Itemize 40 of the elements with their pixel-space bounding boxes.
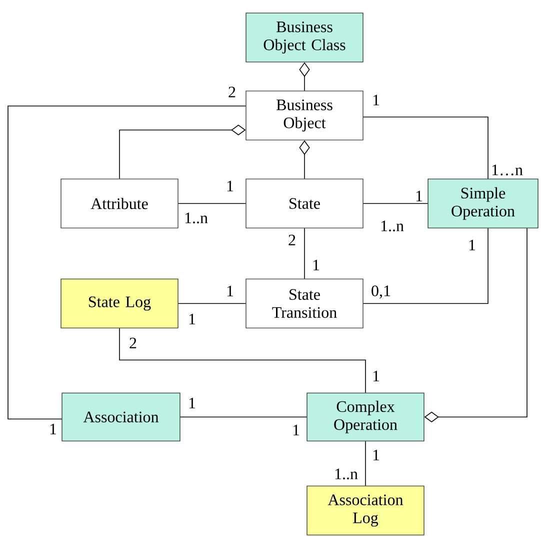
multiplicity-label: 2 bbox=[288, 234, 296, 246]
association-line bbox=[8, 106, 246, 420]
multiplicity-label: 1 bbox=[189, 398, 196, 408]
multiplicity-label: 1..n bbox=[185, 212, 208, 224]
class-box: Complex Operation bbox=[306, 392, 424, 442]
multiplicity-label: 1 bbox=[416, 190, 422, 202]
class-box: Business Object Class bbox=[246, 12, 364, 62]
multiplicity-label: 1 bbox=[313, 260, 320, 270]
multiplicity-label: 1 bbox=[373, 450, 380, 460]
class-box: Business Object bbox=[246, 90, 364, 140]
association-line bbox=[178, 303, 246, 304]
association-line bbox=[362, 228, 488, 304]
multiplicity-label: 1 bbox=[373, 94, 380, 106]
multiplicity-label: 1 bbox=[50, 424, 56, 434]
association-line bbox=[178, 203, 246, 204]
class-box: Simple Operation bbox=[428, 178, 538, 228]
class-box: State Log bbox=[60, 278, 178, 328]
multiplicity-label: 1 bbox=[373, 370, 380, 382]
association-line bbox=[362, 116, 488, 180]
class-box: State bbox=[246, 178, 364, 228]
class-box: Association Log bbox=[306, 486, 424, 536]
multiplicity-label: 1 bbox=[227, 180, 234, 192]
class-box: State Transition bbox=[246, 278, 364, 328]
multiplicity-label: 2 bbox=[130, 338, 136, 348]
multiplicity-label: 2 bbox=[228, 86, 236, 98]
multiplicity-label: 1..n bbox=[381, 220, 404, 232]
multiplicity-label: 1 bbox=[293, 424, 300, 436]
class-box: Attribute bbox=[60, 178, 178, 228]
multiplicity-label: 1 bbox=[227, 286, 234, 296]
association-line bbox=[119, 328, 366, 394]
multiplicity-label: 0,1 bbox=[372, 285, 390, 299]
multiplicity-label: 1..n bbox=[335, 468, 358, 480]
association-line bbox=[365, 440, 366, 486]
class-box: Association bbox=[62, 392, 180, 442]
multiplicity-label: 1…n bbox=[492, 164, 523, 176]
association-line bbox=[180, 416, 308, 418]
association-line bbox=[362, 203, 428, 204]
multiplicity-label: 1 bbox=[189, 314, 196, 324]
multiplicity-label: 1 bbox=[469, 240, 476, 250]
association-line bbox=[304, 228, 305, 280]
